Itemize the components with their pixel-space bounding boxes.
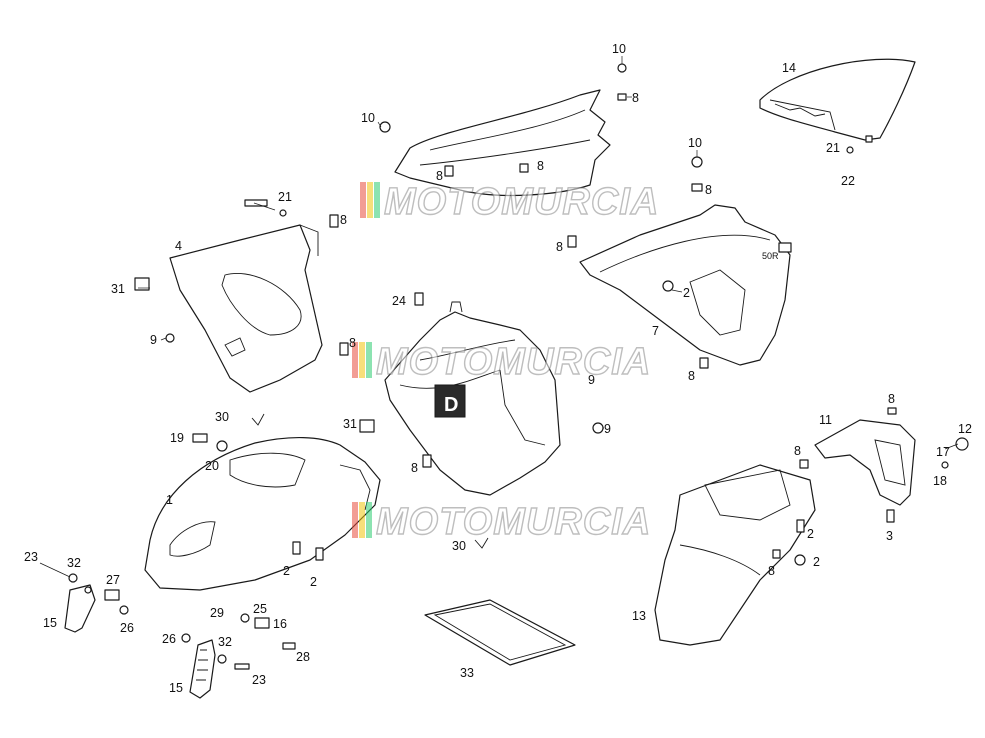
callout-23: 23 xyxy=(24,550,38,564)
callout-2: 2 xyxy=(283,564,290,578)
part-13-rear-mudguard xyxy=(654,464,816,646)
callout-29: 29 xyxy=(210,606,224,620)
part-14-tail-cover xyxy=(759,58,916,143)
callout-8: 8 xyxy=(537,159,544,173)
callout-22: 22 xyxy=(841,174,855,188)
leader-lines xyxy=(39,56,959,578)
callout-8: 8 xyxy=(436,169,443,183)
callout-23: 23 xyxy=(252,673,266,687)
callout-8: 8 xyxy=(556,240,563,254)
callout-2: 2 xyxy=(310,575,317,589)
callout-17: 17 xyxy=(936,445,950,459)
callout-10: 10 xyxy=(612,42,626,56)
callout-18: 18 xyxy=(933,474,947,488)
callout-8: 8 xyxy=(794,444,801,458)
watermark-1: MOTOMURCIA xyxy=(360,180,659,224)
front-letter-decal: D xyxy=(444,394,458,416)
callout-16: 16 xyxy=(273,617,287,631)
callout-3: 3 xyxy=(886,529,893,543)
callout-27: 27 xyxy=(106,573,120,587)
callout-4: 4 xyxy=(175,239,182,253)
callout-8: 8 xyxy=(411,461,418,475)
callout-32: 32 xyxy=(67,556,81,570)
callout-2: 2 xyxy=(813,555,820,569)
callout-8: 8 xyxy=(888,392,895,406)
part-7-right-side-panel: 50R xyxy=(579,204,792,366)
callout-32: 32 xyxy=(218,635,232,649)
part-15-left-bracket xyxy=(64,584,96,633)
callout-21: 21 xyxy=(826,141,840,155)
callout-10: 10 xyxy=(688,136,702,150)
callout-28: 28 xyxy=(296,650,310,664)
callout-15: 15 xyxy=(43,616,57,630)
panel-badge-text: 50R xyxy=(762,251,779,261)
part-4-left-side-panel xyxy=(169,224,323,393)
callout-12: 12 xyxy=(958,422,972,436)
svg-text:MOTOMURCIA: MOTOMURCIA xyxy=(384,181,659,223)
svg-text:MOTOMURCIA: MOTOMURCIA xyxy=(376,501,651,543)
callout-7: 7 xyxy=(652,324,659,338)
callout-30: 30 xyxy=(215,410,229,424)
callout-8: 8 xyxy=(340,213,347,227)
part-1-front-mudguard xyxy=(144,437,381,591)
callout-8: 8 xyxy=(349,336,356,350)
hardware-small-parts xyxy=(68,63,969,670)
callout-9: 9 xyxy=(604,422,611,436)
part-front-cowl: D xyxy=(384,301,561,496)
callout-8: 8 xyxy=(705,183,712,197)
callout-26: 26 xyxy=(162,632,176,646)
callout-8: 8 xyxy=(768,564,775,578)
callout-31: 31 xyxy=(111,282,125,296)
part-15-lower-bracket xyxy=(189,639,216,699)
callout-8: 8 xyxy=(632,91,639,105)
callout-19: 19 xyxy=(170,431,184,445)
watermark-2: MOTOMURCIA xyxy=(352,340,651,384)
callout-9: 9 xyxy=(150,333,157,347)
callout-8: 8 xyxy=(688,369,695,383)
callout-15: 15 xyxy=(169,681,183,695)
callout-11: 11 xyxy=(819,413,832,427)
part-11-rear-bracket xyxy=(814,419,916,506)
callout-1: 1 xyxy=(166,493,173,507)
callout-26: 26 xyxy=(120,621,134,635)
callout-9: 9 xyxy=(588,373,595,387)
callout-14: 14 xyxy=(782,61,796,75)
part-upper-side-cover xyxy=(394,89,611,197)
callout-13: 13 xyxy=(632,609,646,623)
callout-31: 31 xyxy=(343,417,357,431)
svg-text:MOTOMURCIA: MOTOMURCIA xyxy=(376,341,651,383)
callout-24: 24 xyxy=(392,294,406,308)
callout-33: 33 xyxy=(460,666,474,680)
watermark-3: MOTOMURCIA xyxy=(352,500,651,544)
callout-2: 2 xyxy=(683,286,690,300)
callout-21: 21 xyxy=(278,190,292,204)
callout-2: 2 xyxy=(807,527,814,541)
callout-25: 25 xyxy=(253,602,267,616)
callout-10: 10 xyxy=(361,111,375,125)
callout-labels: 10 8 14 10 8 8 10 8 21 22 21 8 4 8 31 9 … xyxy=(24,42,972,695)
callout-30: 30 xyxy=(452,539,466,553)
part-33-sticker-kit xyxy=(424,599,576,666)
callout-20: 20 xyxy=(205,459,219,473)
